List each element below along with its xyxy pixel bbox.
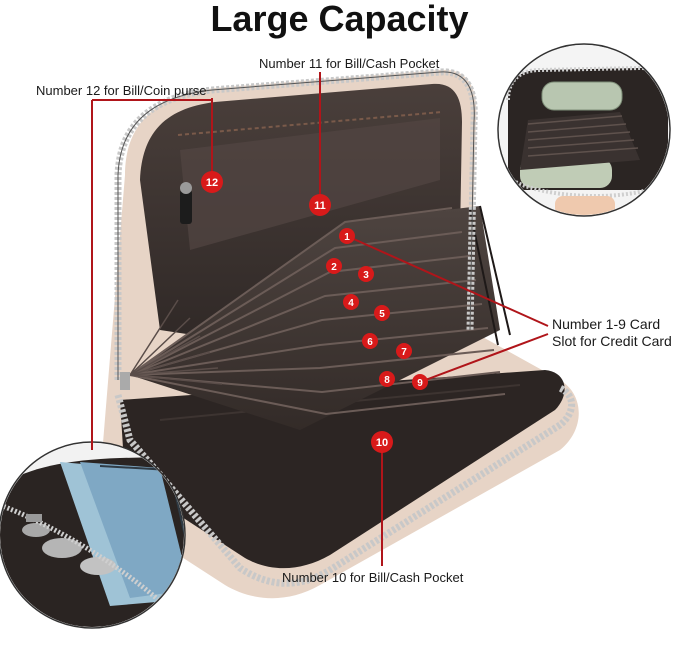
rolled-bill-top <box>542 82 622 110</box>
svg-text:12: 12 <box>206 177 218 189</box>
callout-bill-cash-bottom: Number 10 for Bill/Cash Pocket <box>282 570 464 585</box>
coin <box>22 523 50 537</box>
callout-card-slots-line2: Slot for Credit Card <box>552 333 672 349</box>
badge-10: 10 <box>371 431 393 453</box>
svg-text:11: 11 <box>314 200 326 212</box>
svg-text:2: 2 <box>331 262 337 273</box>
badge-7: 7 <box>396 343 412 359</box>
badge-6: 6 <box>362 333 378 349</box>
leader-1-9-a <box>346 235 549 327</box>
badge-8: 8 <box>379 371 395 387</box>
main-wallet <box>101 68 579 599</box>
callout-bill-coin-purse: Number 12 for Bill/Coin purse <box>36 83 207 98</box>
badge-5: 5 <box>374 305 390 321</box>
badge-11: 11 <box>309 194 331 216</box>
badge-12: 12 <box>201 171 223 193</box>
svg-text:5: 5 <box>379 309 385 320</box>
coin <box>80 557 116 575</box>
svg-text:7: 7 <box>401 347 407 358</box>
number-badges: 1 2 3 4 5 6 7 8 9 10 11 12 <box>201 171 428 453</box>
zipper-pull <box>180 190 192 224</box>
page-title: Large Capacity <box>210 0 469 39</box>
svg-text:1: 1 <box>344 232 350 243</box>
badge-9: 9 <box>412 374 428 390</box>
callout-bill-cash-top: Number 11 for Bill/Cash Pocket <box>259 56 440 71</box>
badge-4: 4 <box>343 294 359 310</box>
coin <box>42 538 82 558</box>
svg-text:4: 4 <box>348 298 354 309</box>
lower-tray-interior <box>120 370 565 569</box>
badge-2: 2 <box>326 258 342 274</box>
badge-3: 3 <box>358 266 374 282</box>
inset-bills-view <box>497 43 671 217</box>
upper-pocket-12 <box>180 118 440 250</box>
leader-lines <box>91 72 549 566</box>
svg-text:8: 8 <box>384 375 390 386</box>
svg-text:3: 3 <box>363 270 369 281</box>
svg-text:6: 6 <box>367 337 373 348</box>
callout-card-slots-line1: Number 1-9 Card <box>552 316 661 332</box>
svg-text:9: 9 <box>417 378 423 389</box>
inset-coins-view <box>0 441 186 629</box>
svg-text:10: 10 <box>376 437 388 449</box>
badge-1: 1 <box>339 228 355 244</box>
leader-1-9-b <box>419 333 549 383</box>
